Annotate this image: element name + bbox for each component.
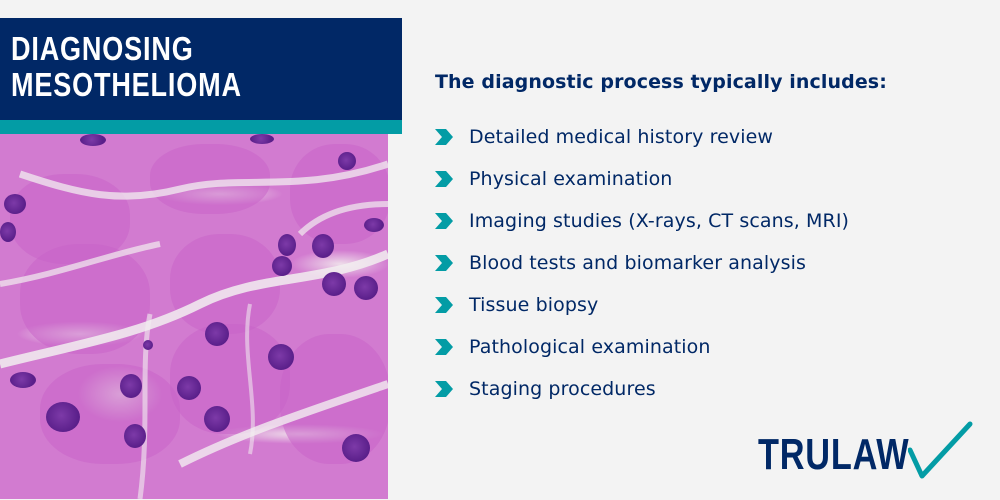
- chevron-right-icon: [435, 171, 453, 187]
- diagnostic-steps-list: Detailed medical history review Physical…: [435, 116, 849, 410]
- list-item: Tissue biopsy: [435, 284, 849, 326]
- list-item-label: Pathological examination: [469, 336, 711, 358]
- tissue-membranes: [0, 160, 388, 499]
- chevron-right-icon: [435, 129, 453, 145]
- title-banner: DIAGNOSING MESOTHELIOMA: [0, 18, 402, 120]
- title-line-1: DIAGNOSING: [11, 30, 194, 67]
- chevron-right-icon: [435, 255, 453, 271]
- list-item-label: Detailed medical history review: [469, 126, 774, 148]
- histology-image: [0, 134, 388, 499]
- list-item-label: Blood tests and biomarker analysis: [469, 252, 806, 274]
- chevron-right-icon: [435, 213, 453, 229]
- list-item: Staging procedures: [435, 368, 849, 410]
- trulaw-logo: TRULAW: [758, 420, 978, 482]
- list-item: Physical examination: [435, 158, 849, 200]
- list-item-label: Tissue biopsy: [469, 294, 599, 316]
- chevron-right-icon: [435, 381, 453, 397]
- list-item-label: Staging procedures: [469, 378, 656, 400]
- accent-bar: [0, 120, 402, 134]
- logo-wordmark: TRULAW: [758, 430, 910, 479]
- chevron-right-icon: [435, 297, 453, 313]
- chevron-right-icon: [435, 339, 453, 355]
- list-item: Imaging studies (X-rays, CT scans, MRI): [435, 200, 849, 242]
- list-item-label: Physical examination: [469, 168, 673, 190]
- list-item: Detailed medical history review: [435, 116, 849, 158]
- title-line-2: MESOTHELIOMA: [11, 66, 242, 103]
- list-item: Pathological examination: [435, 326, 849, 368]
- list-item: Blood tests and biomarker analysis: [435, 242, 849, 284]
- checkmark-icon: [908, 421, 973, 479]
- list-heading: The diagnostic process typically include…: [435, 71, 887, 93]
- page-title: DIAGNOSING MESOTHELIOMA: [11, 31, 242, 103]
- list-item-label: Imaging studies (X-rays, CT scans, MRI): [469, 210, 850, 232]
